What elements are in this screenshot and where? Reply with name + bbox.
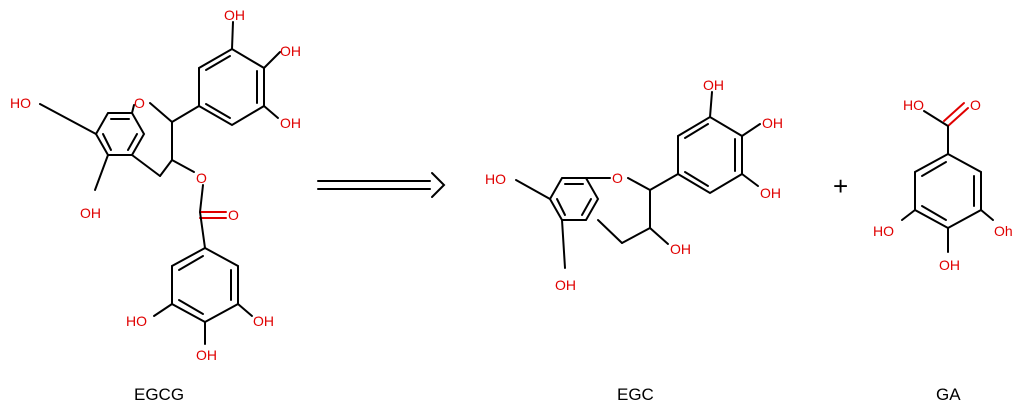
- egcg-hydroxyl-4pp: OH: [196, 347, 217, 363]
- egc-hydroxyl-4p: OH: [762, 115, 783, 131]
- egcg-hydroxyl-3p: OH: [224, 7, 245, 23]
- ga-hydroxyl-acid: HO: [903, 97, 924, 113]
- egcg-carbonyl-oxygen: O: [228, 207, 239, 223]
- reaction-arrow: [317, 172, 446, 198]
- egcg-hydroxyl-7: HO: [10, 95, 31, 111]
- caption-egcg: EGCG: [134, 385, 184, 404]
- egcg-a-ring: [94, 112, 146, 156]
- caption-ga: GA: [936, 385, 961, 404]
- ga-hydroxyl-3: HO: [873, 223, 894, 239]
- egcg-b-ring: [198, 47, 265, 127]
- egcg-hydroxyl-3pp: HO: [126, 313, 147, 329]
- molecule-ga: HO O HO Oh OH: [873, 97, 1013, 273]
- molecule-egc: O HO OH OH OH OH OH: [485, 77, 783, 293]
- egcg-ester-oxygen: O: [196, 170, 207, 186]
- egcg-ring-oxygen: O: [134, 95, 145, 111]
- ga-hydroxyl-5: Oh: [994, 223, 1013, 239]
- egc-hydroxyl-3p: OH: [703, 77, 724, 93]
- egcg-hydroxyl-5: OH: [80, 205, 101, 221]
- ga-ring: [914, 153, 982, 230]
- egc-ring-oxygen: O: [612, 170, 623, 186]
- ga-carbonyl-oxygen: O: [970, 97, 981, 113]
- egc-a-ring: [548, 177, 600, 221]
- egc-c-ring: [585, 177, 651, 244]
- egc-hydroxyl-5p: OH: [760, 185, 781, 201]
- egc-hydroxyl-3: OH: [670, 241, 691, 257]
- egcg-hydroxyl-5p: OH: [280, 115, 301, 131]
- egcg-hydroxyl-4p: OH: [280, 43, 301, 59]
- egcg-galloyl-ring: [171, 247, 239, 324]
- caption-egc: EGC: [617, 385, 654, 404]
- egcg-hydroxyl-5pp: OH: [253, 313, 274, 329]
- plus-sign: +: [833, 171, 848, 201]
- egc-hydroxyl-7: HO: [485, 171, 506, 187]
- egc-hydroxyl-5: OH: [555, 277, 576, 293]
- egcg-c-ring: [131, 102, 173, 177]
- ga-hydroxyl-4: OH: [939, 257, 960, 273]
- molecule-egcg: O HO OH OH OH OH O O: [10, 7, 301, 363]
- egc-b-ring: [677, 115, 743, 195]
